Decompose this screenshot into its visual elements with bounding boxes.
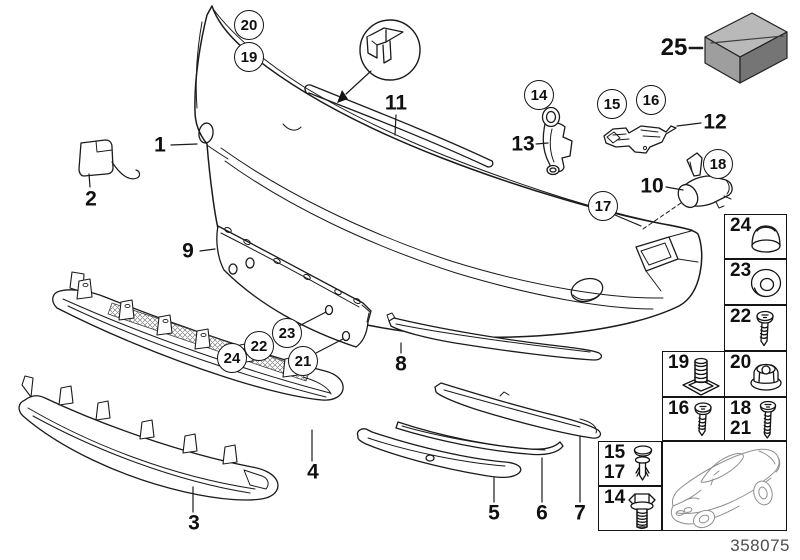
callout-label-12[interactable]: 12 bbox=[702, 110, 728, 134]
part-number: 14 bbox=[604, 487, 626, 508]
drawing-number: 358075 bbox=[730, 536, 790, 555]
trim-strip-6-art bbox=[395, 421, 564, 456]
part-number: 19 bbox=[668, 352, 690, 373]
sidebar-cell-14[interactable]: 14 bbox=[598, 486, 662, 531]
blind-rivet-icon bbox=[633, 445, 653, 481]
callout-circle-18[interactable]: 18 bbox=[703, 149, 733, 179]
cap-nut-icon bbox=[751, 225, 781, 253]
long-screw-icon bbox=[759, 400, 777, 439]
part-number: 15 bbox=[604, 442, 626, 463]
tapping-screw-icon bbox=[694, 402, 712, 437]
callout-label-9[interactable]: 9 bbox=[181, 239, 195, 263]
kit-box-25-art bbox=[704, 12, 788, 84]
sidebar-cell-19[interactable]: 19 bbox=[662, 351, 725, 397]
sidebar-cell-15-17[interactable]: 15 17 bbox=[598, 441, 662, 486]
callout-label-2[interactable]: 2 bbox=[84, 187, 98, 211]
sidebar-cell-16[interactable]: 16 bbox=[662, 397, 725, 441]
bracket-13-art bbox=[541, 106, 573, 176]
grommet-icon bbox=[750, 268, 782, 298]
callout-label-11[interactable]: 11 bbox=[383, 91, 409, 115]
carrier-grille-4-art bbox=[52, 271, 344, 401]
trim-strip-11-art bbox=[304, 84, 494, 168]
callout-circle-23[interactable]: 23 bbox=[272, 318, 302, 348]
callout-label-6[interactable]: 6 bbox=[535, 501, 549, 525]
callout-circle-24[interactable]: 24 bbox=[217, 343, 247, 373]
callout-label-3[interactable]: 3 bbox=[187, 511, 201, 535]
tow-eye-cover-art bbox=[78, 139, 141, 180]
tapping-screw-icon bbox=[756, 310, 774, 347]
part-number: 21 bbox=[730, 418, 752, 439]
callout-circle-22[interactable]: 22 bbox=[244, 331, 274, 361]
callout-label-7[interactable]: 7 bbox=[573, 501, 587, 525]
carrier-grille-3-art bbox=[18, 375, 279, 501]
callout-circle-15[interactable]: 15 bbox=[597, 89, 627, 119]
sidebar-cell-22[interactable]: 22 bbox=[724, 305, 787, 351]
sidebar-cell-23[interactable]: 23 bbox=[724, 259, 787, 305]
callout-label-13[interactable]: 13 bbox=[510, 132, 536, 156]
car-thumbnail-box bbox=[662, 441, 787, 531]
callout-label-4[interactable]: 4 bbox=[306, 460, 320, 484]
callout-circle-17[interactable]: 17 bbox=[588, 191, 618, 221]
front-bumper-cover-art bbox=[194, 5, 703, 339]
part-number: 24 bbox=[730, 215, 752, 236]
hex-bolt-icon bbox=[628, 493, 656, 530]
sidebar-cell-20[interactable]: 20 bbox=[724, 351, 787, 397]
trim-strip-7-art bbox=[434, 382, 602, 439]
sidebar-cell-24[interactable]: 24 bbox=[724, 214, 787, 259]
car-silhouette bbox=[670, 448, 781, 529]
rub-strip-8-art bbox=[386, 312, 603, 361]
expansion-rivet-icon bbox=[682, 357, 720, 396]
callout-circle-14[interactable]: 14 bbox=[524, 80, 554, 110]
trim-strip-5-art bbox=[356, 428, 522, 479]
callout-label-10[interactable]: 10 bbox=[639, 174, 665, 198]
spray-nozzle-10-art bbox=[642, 152, 733, 230]
callout-label-5[interactable]: 5 bbox=[487, 501, 501, 525]
part-number: 17 bbox=[604, 462, 626, 483]
callout-label-8[interactable]: 8 bbox=[394, 352, 408, 376]
callout-circle-21[interactable]: 21 bbox=[288, 346, 318, 376]
callout-circle-19[interactable]: 19 bbox=[234, 42, 264, 72]
part-number: 23 bbox=[730, 260, 752, 281]
flange-nut-icon bbox=[750, 363, 782, 391]
clip-detail-art bbox=[337, 19, 421, 103]
callout-circle-16[interactable]: 16 bbox=[636, 85, 666, 115]
part-number: 22 bbox=[730, 306, 752, 327]
callout-label-1[interactable]: 1 bbox=[153, 133, 167, 157]
callout-circle-20[interactable]: 20 bbox=[234, 10, 264, 40]
sidebar-cell-18-21[interactable]: 18 21 bbox=[724, 397, 787, 441]
part-number: 20 bbox=[730, 352, 752, 373]
callout-label-25[interactable]: 25 bbox=[659, 34, 689, 61]
license-plate-base-art bbox=[216, 225, 372, 348]
bracket-12-art bbox=[603, 125, 677, 154]
part-number: 16 bbox=[668, 398, 690, 419]
part-number: 18 bbox=[730, 398, 752, 419]
